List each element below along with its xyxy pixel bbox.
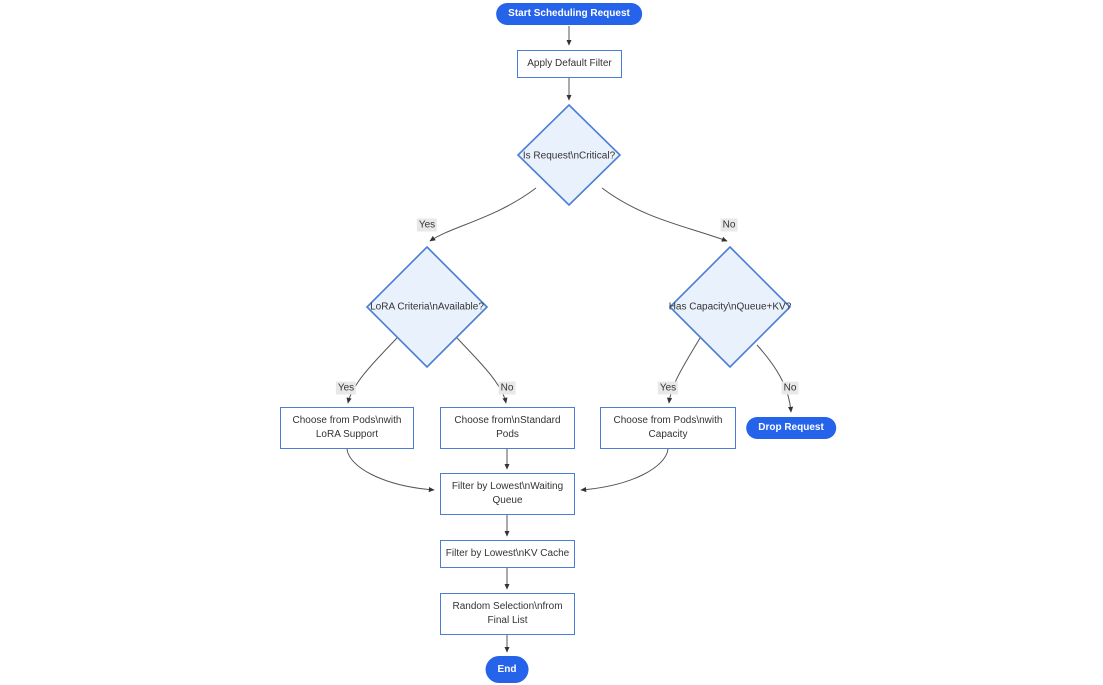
node-apply-default-filter: Apply Default Filter xyxy=(517,50,622,78)
edge-choose-capacity-to-filter-queue xyxy=(580,448,669,493)
node-choose-lora-pods: Choose from Pods\nwith LoRA Support xyxy=(280,407,414,449)
edge-label-lora-no: No xyxy=(498,381,516,395)
edge-capacity-yes xyxy=(666,337,701,404)
node-label: Choose from Pods\nwith xyxy=(292,415,402,426)
node-label: Filter by Lowest\nWaiting xyxy=(451,481,564,492)
node-label: Queue xyxy=(492,495,523,506)
edge-label-capacity-yes: Yes xyxy=(657,381,679,395)
node-label: Final List xyxy=(487,615,528,626)
edge-label-critical-no: No xyxy=(720,218,738,232)
edge-label-lora-yes: Yes xyxy=(335,381,357,395)
node-drop-request: Drop Request xyxy=(746,417,836,439)
node-random-selection: Random Selection\nfrom Final List xyxy=(440,593,575,635)
node-label: Random Selection\nfrom xyxy=(452,601,563,612)
node-label: Pods xyxy=(496,429,519,440)
node-choose-capacity-pods: Choose from Pods\nwith Capacity xyxy=(600,407,736,449)
node-filter-kv-cache: Filter by Lowest\nKV Cache xyxy=(440,540,575,568)
node-label: Filter by Lowest\nKV Cache xyxy=(445,548,570,559)
node-has-capacity-label: Has Capacity\nQueue+KV? xyxy=(668,301,792,313)
edge-choose-lora-to-filter-queue xyxy=(346,448,435,493)
node-label: Drop Request xyxy=(758,422,824,433)
node-filter-waiting-queue: Filter by Lowest\nWaiting Queue xyxy=(440,473,575,515)
node-end: End xyxy=(485,656,529,683)
node-lora-criteria-label: LoRA Criteria\nAvailable? xyxy=(370,301,484,313)
edge-capacity-no xyxy=(756,344,794,413)
node-label: Choose from Pods\nwith xyxy=(613,415,723,426)
decision-lora-criteria-shape xyxy=(365,245,489,369)
node-is-critical-label: Is Request\nCritical? xyxy=(522,150,616,162)
node-label: Choose from\nStandard xyxy=(454,415,561,426)
edge-label-critical-yes: Yes xyxy=(416,218,438,232)
node-choose-standard-pods: Choose from\nStandard Pods xyxy=(440,407,575,449)
edge-lora-no xyxy=(456,337,508,404)
node-label: Capacity xyxy=(648,429,688,440)
edge-is-critical-no xyxy=(601,187,728,242)
node-start: Start Scheduling Request xyxy=(496,3,642,25)
node-label: Apply Default Filter xyxy=(527,58,612,69)
node-label: LoRA Support xyxy=(315,429,379,440)
node-label: Start Scheduling Request xyxy=(508,8,630,19)
node-label: End xyxy=(497,663,517,675)
edge-label-capacity-no: No xyxy=(781,381,799,395)
decision-is-critical-shape xyxy=(516,103,622,207)
edge-is-critical-yes xyxy=(429,187,537,242)
decision-has-capacity-shape xyxy=(668,245,792,369)
edge-lora-yes xyxy=(346,337,398,404)
